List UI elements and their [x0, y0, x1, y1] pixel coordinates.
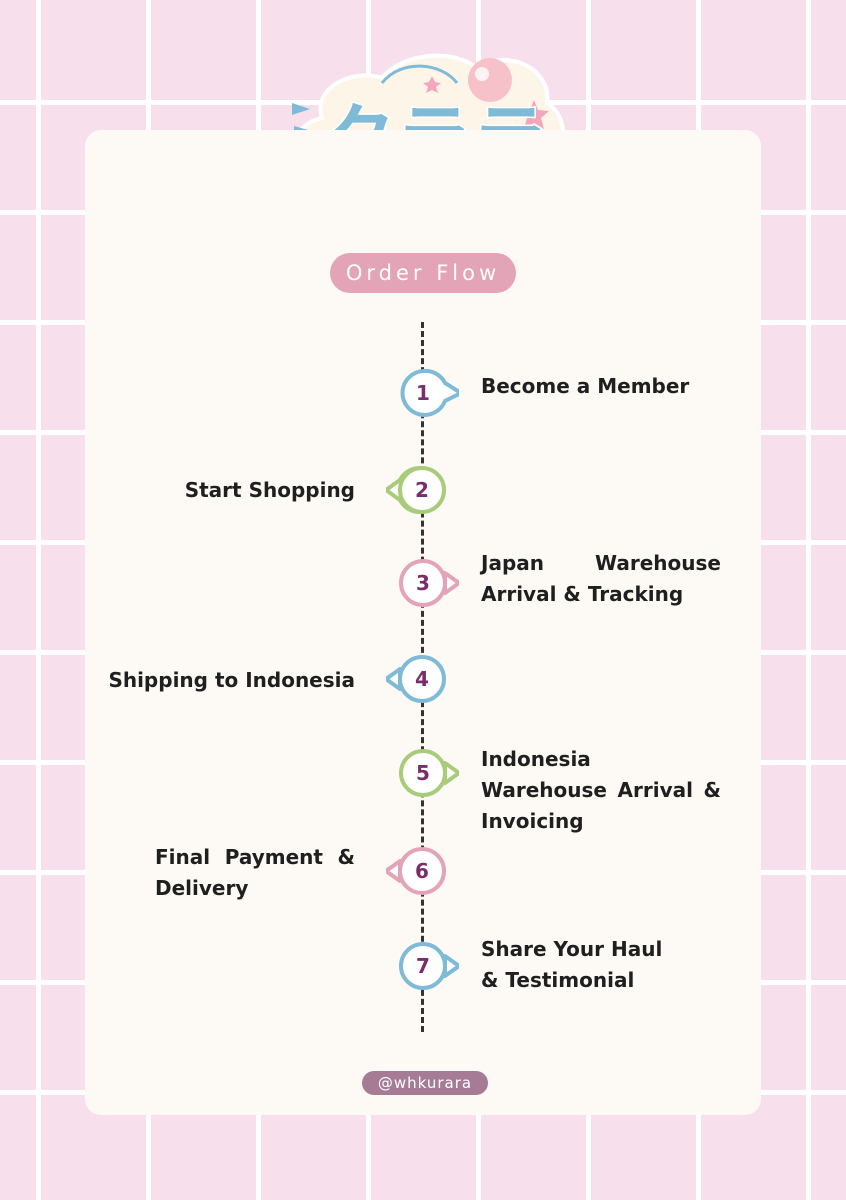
step-marker-2: 2 [386, 466, 446, 514]
step-label-2: Start Shopping [184, 478, 355, 502]
svg-text:7: 7 [416, 954, 430, 978]
step-label-4: Shipping to Indonesia [108, 668, 355, 692]
step-label-1: Become a Member [481, 374, 690, 398]
page-title: Order Flow [330, 253, 516, 293]
step-label-6: Final Payment & Delivery [155, 845, 355, 900]
svg-text:1: 1 [416, 381, 430, 405]
svg-text:6: 6 [415, 859, 429, 883]
svg-text:3: 3 [416, 571, 430, 595]
step-marker-5: 5 [399, 749, 459, 797]
social-handle-badge: @whkurara [362, 1071, 488, 1095]
svg-text:5: 5 [416, 761, 430, 785]
step-marker-1: 1 [400, 368, 459, 417]
svg-text:4: 4 [415, 667, 429, 691]
step-marker-7: 7 [399, 942, 459, 990]
step-label-3: Japan Warehouse Arrival & Tracking [481, 551, 721, 606]
svg-text:2: 2 [415, 478, 429, 502]
step-label-7: Share Your Haul & Testimonial [481, 937, 663, 992]
step-marker-4: 4 [386, 655, 446, 703]
step-marker-3: 3 [399, 559, 459, 607]
step-marker-6: 6 [386, 847, 446, 895]
step-label-5: Indonesia Warehouse Arrival & Invoicing [481, 747, 721, 833]
